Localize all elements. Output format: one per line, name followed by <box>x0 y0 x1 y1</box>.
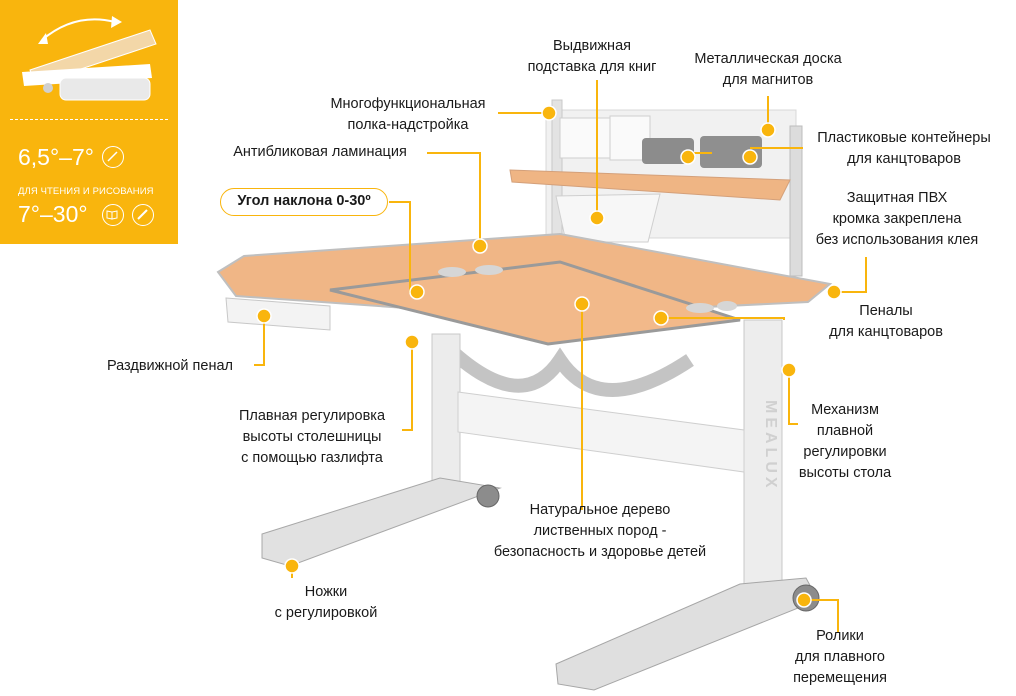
dot-gaslift <box>404 334 420 350</box>
label-shelf: Многофункциональная полка-надстройка <box>330 96 486 133</box>
dot-antiglare <box>472 238 488 254</box>
brush-icon <box>132 204 154 226</box>
tilt-angle-badge: Угол наклона 0-30º <box>220 188 388 216</box>
callout-lines <box>254 80 867 632</box>
label-bookstand: Выдвижная подставка для книг <box>527 38 657 75</box>
dot-height-mechanism <box>781 362 797 378</box>
sliding-drawer <box>225 297 331 331</box>
dot-bookstand <box>589 210 605 226</box>
label-pvc-edge: Защитная ПВХ кромка закреплена без испол… <box>815 190 979 248</box>
drawing-angle-value: 7°–30° <box>18 201 88 227</box>
left-caster <box>476 484 500 508</box>
dot-natural-wood <box>574 296 590 312</box>
right-column <box>743 319 783 585</box>
multifunctional-shelf <box>509 169 791 201</box>
label-natural-wood: Натуральное дерево лиственных пород - бе… <box>493 502 707 560</box>
book-icon <box>102 204 124 226</box>
label-casters: Ролики для плавного перемещения <box>793 628 887 686</box>
label-pencil-cases: Пеналы для канцтоваров <box>829 303 943 340</box>
label-height-mechanism: Механизм плавной регулировки высоты стол… <box>798 402 892 481</box>
brand-text: MEALUX <box>762 400 779 492</box>
panel-divider <box>10 119 168 120</box>
tilt-mechanism <box>435 335 694 397</box>
label-antiglare: Антибликовая ламинация <box>233 144 407 160</box>
crossbar <box>457 391 745 473</box>
dot-metal-board <box>760 122 776 138</box>
label-drawer: Раздвижной пенал <box>106 358 234 374</box>
panel-caption: ДЛЯ ЧТЕНИЯ И РИСОВАНИЯ <box>18 186 154 197</box>
dot-casters <box>796 592 812 608</box>
reading-angle-value: 6,5°–7° <box>18 144 94 170</box>
left-column <box>431 333 461 491</box>
dot-pvc-edge <box>826 284 842 300</box>
label-legs: Ножки с регулировкой <box>274 584 378 621</box>
dot-container-left <box>680 149 696 165</box>
label-metal-board: Металлическая доска для магнитов <box>694 51 842 88</box>
book-stand <box>555 193 661 243</box>
tilt-mechanism-illustration <box>22 16 157 101</box>
dot-drawer <box>256 308 272 324</box>
label-plastic-containers: Пластиковые контейнеры для канцтоваров <box>817 130 991 167</box>
dot-container-right <box>742 149 758 165</box>
left-foot <box>261 477 502 567</box>
dot-legs <box>284 558 300 574</box>
dot-shelf <box>541 105 557 121</box>
dot-pencil-case <box>653 310 669 326</box>
pen-icon <box>102 146 124 168</box>
tilt-info-panel: 6,5°–7° ДЛЯ ЧТЕНИЯ И РИСОВАНИЯ 7°–30° <box>0 0 178 244</box>
callout-dots <box>256 105 842 608</box>
dot-tilt <box>409 284 425 300</box>
label-gaslift: Плавная регулировка высоты столешницы с … <box>238 408 386 466</box>
pencil-case-holes <box>438 265 737 313</box>
